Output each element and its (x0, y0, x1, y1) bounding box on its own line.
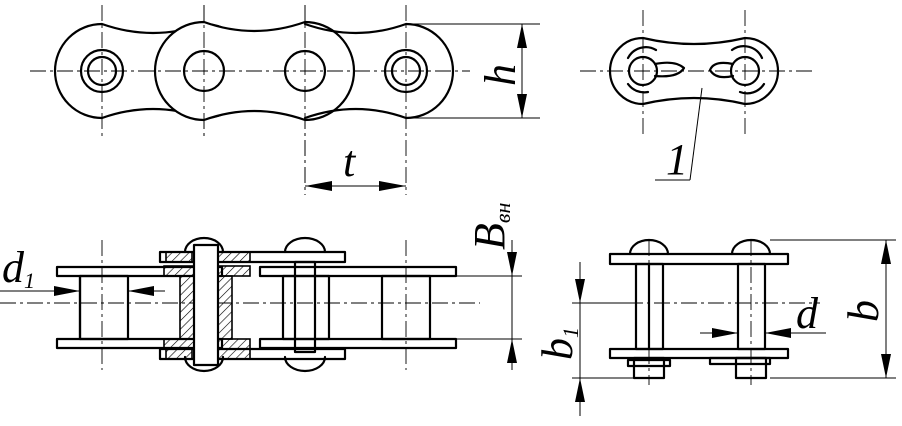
d1-arrow-right (128, 286, 154, 296)
rivet-head-top-1 (183, 236, 225, 254)
connecting-link-view: 1 (580, 10, 815, 184)
chain-front-view: h t (30, 5, 540, 195)
link-pin-1 (627, 55, 659, 87)
d1-label: d1 (2, 243, 35, 293)
bushing-hole-3 (283, 49, 327, 93)
bushing-hole-2 (182, 49, 226, 93)
chain-section-view: d1 Bвн (0, 203, 522, 373)
spring-clip-left (626, 46, 658, 60)
spring-clip-left-b (626, 82, 650, 94)
inner-plate-top-right (258, 265, 458, 278)
outer-plate-right (303, 22, 455, 120)
spring-clip-right (730, 45, 764, 60)
roller-1 (78, 274, 130, 341)
pin-3 (293, 260, 317, 354)
inner-plate-bottom-right (258, 337, 458, 350)
roller-hole-outer-4 (383, 48, 429, 94)
bvn-label: Bвн (465, 203, 515, 250)
side-clip-2 (708, 356, 772, 366)
side-rivet-head-2 (730, 238, 772, 256)
pin-section (192, 243, 220, 367)
section-plate-hatch-tr (217, 251, 251, 263)
h-label: h (476, 64, 525, 86)
side-pin-2 (736, 262, 767, 351)
side-plate-top (608, 252, 790, 266)
h-arrow-bottom (517, 94, 527, 118)
b1-label: b1 (533, 327, 583, 360)
clip-tail-right (708, 61, 735, 79)
b-arrow-bottom (881, 354, 891, 378)
side-rivet-head-1 (628, 238, 670, 256)
bvn-arrow-bottom (507, 339, 517, 363)
t-label: t (343, 137, 357, 186)
section-plate-hatch-br (217, 348, 251, 360)
section-inner-hatch-lb (163, 338, 195, 350)
spring-clip-right-b (738, 82, 766, 95)
bushing-section-right (217, 275, 233, 340)
rivet-head-bottom-2 (283, 355, 327, 373)
section-plate-hatch-tl (165, 251, 193, 263)
callout-1-label: 1 (666, 135, 688, 184)
section-inner-hatch-rb (217, 338, 251, 350)
connecting-plate (608, 36, 780, 106)
b1-arrow-top (575, 279, 585, 303)
pin-1 (86, 55, 118, 87)
b-arrow-top (881, 240, 891, 264)
t-arrow-left (305, 181, 332, 191)
t-arrow-right (379, 181, 406, 191)
callout-leader (689, 87, 703, 181)
d-label: d (796, 289, 819, 338)
clip-tail-left (653, 61, 686, 78)
side-plate-bottom (608, 347, 790, 360)
rivet-head-top-2 (283, 236, 327, 254)
side-clip-1 (626, 358, 672, 368)
pin-4 (390, 55, 422, 87)
d-arrow-left (712, 328, 738, 338)
d1-arrow-left (54, 286, 80, 296)
roller-4 (380, 274, 432, 341)
d-arrow-right (765, 328, 791, 338)
bushing-section-left (179, 275, 195, 340)
roller-hole-outer-1 (79, 48, 125, 94)
bvn-arrow-top (507, 252, 517, 276)
b-label: b (839, 300, 888, 322)
section-inner-hatch-r (217, 265, 251, 277)
b1-arrow-bottom (575, 378, 585, 402)
rivet-head-bottom-1 (183, 355, 225, 373)
connecting-link-side-view: d b1 b (533, 238, 896, 416)
section-inner-hatch-l (163, 265, 195, 277)
section-plate-hatch-bl (165, 348, 193, 360)
outer-plate-top (158, 250, 347, 264)
outer-plate-bottom (158, 347, 347, 361)
roller-3 (281, 274, 331, 341)
link-pin-2 (729, 55, 761, 87)
h-arrow-top (517, 24, 527, 48)
side-pin-end-1 (632, 356, 666, 380)
